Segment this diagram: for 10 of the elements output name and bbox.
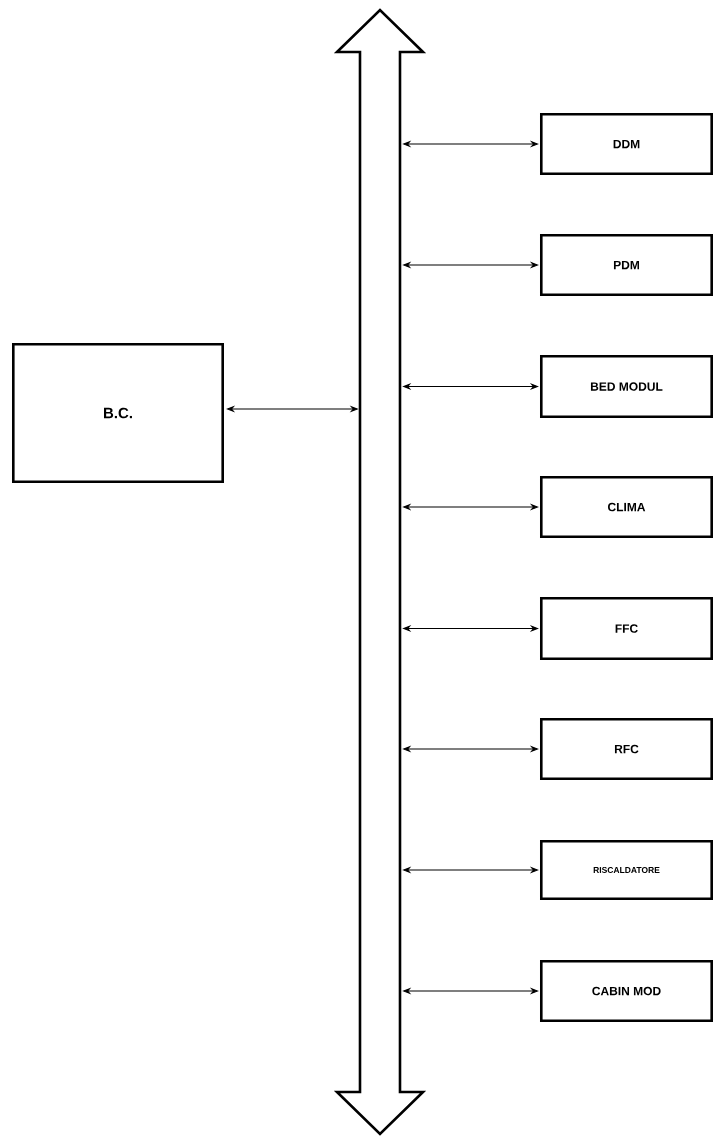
bus-double-arrow	[333, 8, 427, 1136]
module-box: PDM	[540, 234, 713, 296]
module-box: CABIN MOD	[540, 960, 713, 1022]
module-box: RFC	[540, 718, 713, 780]
module-box: BED MODUL	[540, 355, 713, 418]
module-box: DDM	[540, 113, 713, 175]
module-box: CLIMA	[540, 476, 713, 538]
module-box: B.C.	[12, 343, 224, 483]
module-box: RISCALDATORE	[540, 840, 713, 900]
module-box: FFC	[540, 597, 713, 660]
